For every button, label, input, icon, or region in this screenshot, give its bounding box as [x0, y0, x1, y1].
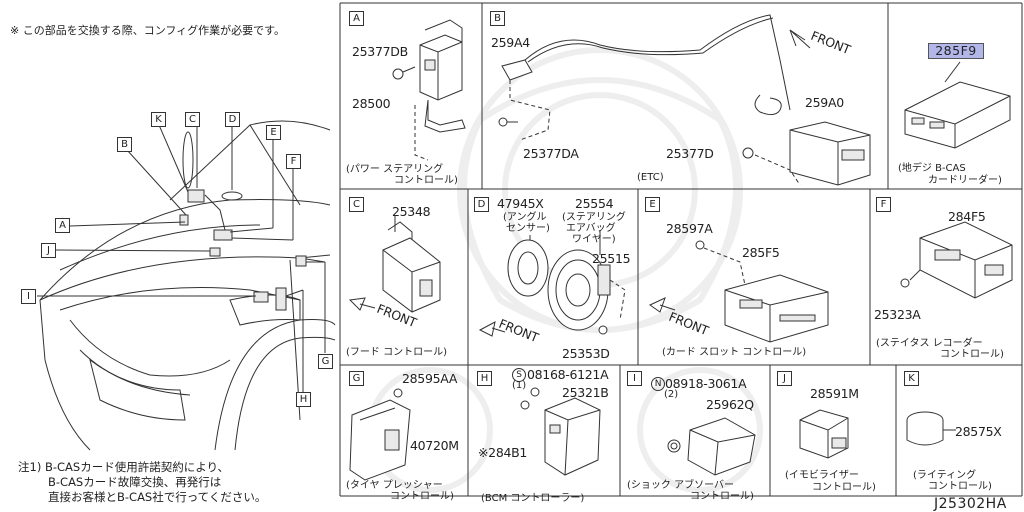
car-overview-drawing: [37, 120, 336, 451]
part-47945x-note-2: センサー): [506, 223, 550, 234]
part-28591m[interactable]: 28591M: [810, 386, 859, 401]
part-25377d[interactable]: 25377D: [666, 146, 714, 161]
part-284f5[interactable]: 284F5: [948, 209, 986, 224]
panel-h-letter: H: [477, 371, 492, 386]
panel-e-drawing: [649, 240, 829, 343]
panel-c-caption: (フード コントロール): [346, 347, 447, 358]
overview-label-b[interactable]: B: [117, 137, 132, 152]
part-08918-3061a[interactable]: 08918-3061A: [665, 376, 747, 391]
part-25554-note-3: ワイヤー): [572, 234, 616, 245]
panel-e-caption: (カード スロット コントロール): [662, 347, 807, 358]
panel-k-letter: K: [904, 371, 919, 386]
header-note: ※ この部品を交換する際、コンフィグ作業が必要です。: [10, 24, 286, 37]
overview-label-a[interactable]: A: [55, 218, 70, 233]
part-25321b[interactable]: 25321B: [562, 385, 609, 400]
part-25515[interactable]: 25515: [592, 251, 631, 266]
part-08918-3061a-qty: (2): [664, 389, 679, 400]
overview-label-h[interactable]: H: [296, 392, 311, 407]
panel-i-caption-1: (ショック アブソーバー: [627, 480, 734, 491]
overview-label-d[interactable]: D: [225, 112, 240, 127]
panel-k-drawing: [906, 411, 956, 446]
overview-label-k[interactable]: K: [151, 112, 166, 127]
panel-a-letter: A: [349, 11, 364, 26]
panel-c-drawing: [348, 215, 441, 313]
panel-k-caption-2: コントロール): [928, 481, 992, 492]
panel-grid: [339, 2, 1023, 497]
overview-label-e[interactable]: E: [266, 125, 281, 140]
panel-h-caption: (BCM コントローラー): [481, 493, 585, 504]
part-25554-note-2: エアバッグ: [566, 223, 616, 234]
part-08168-6121a[interactable]: 08168-6121A: [527, 367, 609, 382]
overview-label-c[interactable]: C: [185, 112, 200, 127]
panel-h-drawing: [520, 387, 601, 476]
overview-label-i[interactable]: I: [21, 289, 36, 304]
part-259a4[interactable]: 259A4: [491, 35, 530, 50]
footnote-line-3: 直接お客様とB-CAS社で行ってください。: [48, 490, 267, 504]
panel-a-drawing: [392, 19, 466, 161]
panel-a-caption-1: (パワー ステアリング: [346, 164, 444, 175]
panel-f-caption-2: コントロール): [940, 349, 1004, 360]
bcas-caption-1: (地デジ B-CAS: [898, 163, 966, 174]
panel-b-letter: B: [490, 11, 505, 26]
panel-e-letter: E: [645, 197, 660, 212]
part-25353d[interactable]: 25353D: [562, 346, 610, 361]
part-284b1[interactable]: ※284B1: [478, 445, 528, 460]
overview-label-g[interactable]: G: [318, 354, 333, 369]
part-28597a[interactable]: 28597A: [666, 221, 713, 236]
part-47945x-note-1: (アングル: [503, 212, 547, 223]
bcas-drawing: [904, 61, 1011, 149]
panel-j-caption-2: コントロール): [812, 482, 876, 493]
panel-i-drawing: [667, 417, 756, 476]
part-25377da[interactable]: 25377DA: [523, 146, 579, 161]
panel-c-letter: C: [349, 197, 364, 212]
panel-k-caption-1: (ライティング: [913, 470, 977, 481]
part-40720m[interactable]: 40720M: [410, 438, 459, 453]
part-259a0[interactable]: 259A0: [805, 95, 844, 110]
panel-a-caption-2: コントロール): [394, 175, 458, 186]
panel-d-letter: D: [474, 197, 489, 212]
overview-label-j[interactable]: J: [41, 243, 56, 258]
part-25377db[interactable]: 25377DB: [352, 44, 408, 59]
panel-j-caption-1: (イモビライザー: [785, 470, 859, 481]
part-285f5[interactable]: 285F5: [742, 245, 780, 260]
panel-g-caption-1: (タイヤ プレッシャー: [346, 480, 443, 491]
panel-b-drawing: [498, 14, 871, 186]
part-285f9-highlight[interactable]: 285F9: [928, 43, 984, 59]
footnote-line-1: 注1) B-CASカード使用許諾契約により、: [18, 460, 230, 474]
panel-f-letter: F: [876, 197, 891, 212]
panel-f-caption-1: (ステイタス レコーダー: [876, 338, 983, 349]
panel-j-letter: J: [777, 371, 792, 386]
part-28575x[interactable]: 28575X: [955, 424, 1002, 439]
part-25323a[interactable]: 25323A: [874, 307, 921, 322]
panel-g-drawing: [349, 388, 411, 481]
part-47945x[interactable]: 47945X: [497, 196, 544, 211]
panel-f-drawing: [900, 221, 1013, 299]
nut-symbol-n: N: [651, 377, 665, 391]
panel-d-drawing: [478, 230, 626, 337]
part-28595aa[interactable]: 28595AA: [402, 371, 458, 386]
part-25554-note-1: (ステアリング: [562, 212, 626, 223]
bolt-symbol-s: S: [512, 368, 526, 382]
panel-g-letter: G: [349, 371, 364, 386]
footnote-line-2: B-CASカード故障交換、再発行は: [48, 475, 222, 489]
part-25962q[interactable]: 25962Q: [706, 397, 754, 412]
panel-i-caption-2: コントロール): [690, 491, 754, 502]
overview-label-f[interactable]: F: [286, 154, 301, 169]
panel-j-drawing: [799, 409, 849, 459]
diagram-id: J25302HA: [934, 496, 1007, 512]
bcas-caption-2: カードリーダー): [928, 175, 1002, 186]
panel-g-caption-2: コントロール): [390, 491, 454, 502]
part-08168-6121a-qty: (1): [512, 380, 527, 391]
part-25348[interactable]: 25348: [392, 204, 431, 219]
part-28500[interactable]: 28500: [352, 96, 391, 111]
panel-b-caption: (ETC): [637, 172, 664, 183]
part-25554[interactable]: 25554: [575, 196, 614, 211]
panel-i-letter: I: [627, 371, 642, 386]
